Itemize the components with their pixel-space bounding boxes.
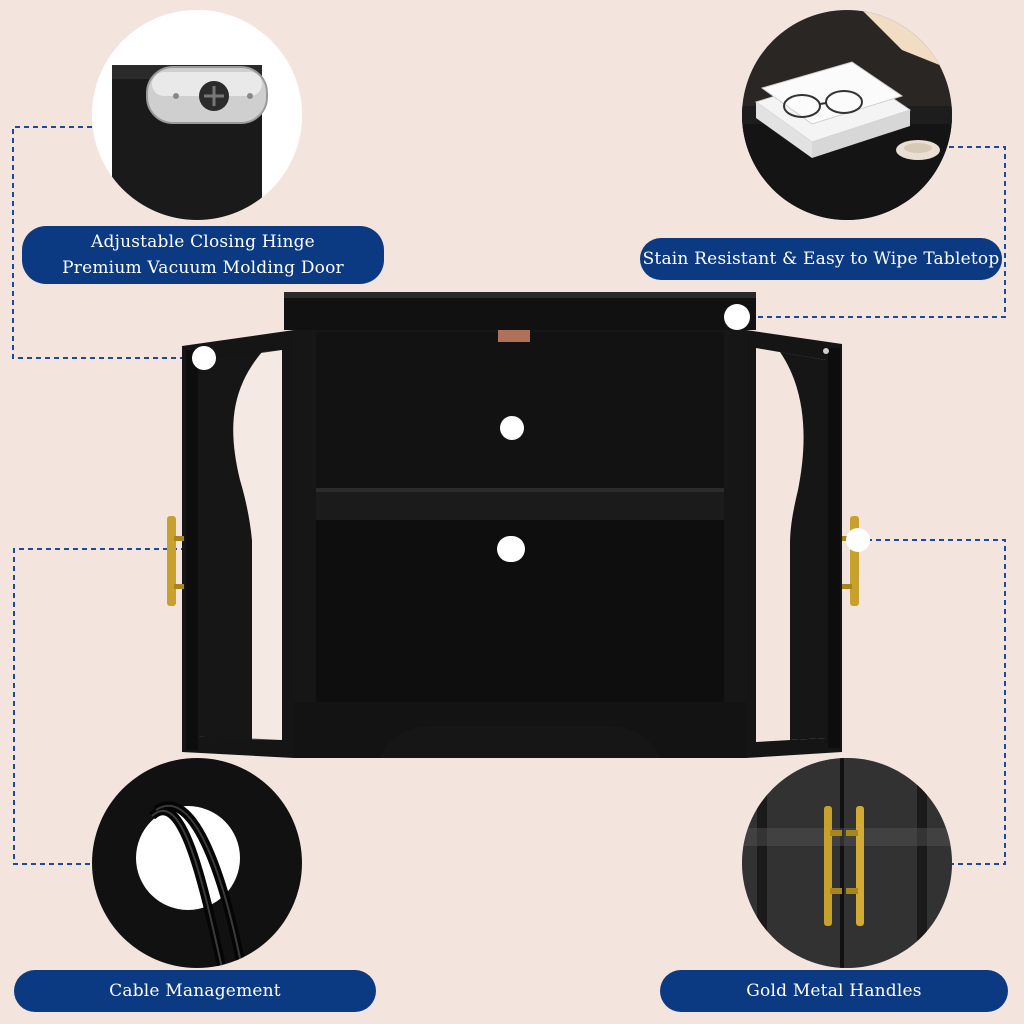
cabinet-shelf bbox=[316, 488, 724, 520]
hinge-label-line1: Adjustable Closing Hinge bbox=[91, 232, 315, 252]
tabletop-detail-image bbox=[742, 10, 952, 220]
hinge-callout-dot bbox=[192, 346, 216, 370]
handles-callout-dot bbox=[846, 528, 870, 552]
cabinet-top bbox=[284, 292, 756, 330]
cable-detail-image bbox=[92, 758, 302, 968]
right-door bbox=[746, 330, 859, 758]
connector-tabletop bbox=[737, 146, 1006, 318]
connector-hinge bbox=[12, 126, 204, 359]
cable-hole-top bbox=[500, 416, 524, 440]
hinge-detail-image bbox=[92, 10, 302, 220]
cable-callout-dot bbox=[497, 536, 523, 562]
cable-label: Cable Management bbox=[14, 970, 376, 1012]
cabinet-base bbox=[294, 702, 746, 758]
handles-label: Gold Metal Handles bbox=[660, 970, 1008, 1012]
glasses-icon bbox=[783, 94, 821, 118]
tabletop-label: Stain Resistant & Easy to Wipe Tabletop bbox=[640, 238, 1002, 280]
left-gold-handle bbox=[167, 516, 176, 606]
handles-label-text: Gold Metal Handles bbox=[746, 981, 922, 1001]
connector-handles bbox=[858, 539, 1006, 865]
tabletop-callout-dot bbox=[724, 304, 750, 330]
hinge-label-line2: Premium Vacuum Molding Door bbox=[62, 258, 344, 278]
left-door bbox=[167, 330, 294, 758]
cable-label-text: Cable Management bbox=[109, 981, 281, 1001]
hinge-label: Adjustable Closing Hinge Premium Vacuum … bbox=[22, 226, 384, 284]
tabletop-label-text: Stain Resistant & Easy to Wipe Tabletop bbox=[642, 249, 1000, 269]
